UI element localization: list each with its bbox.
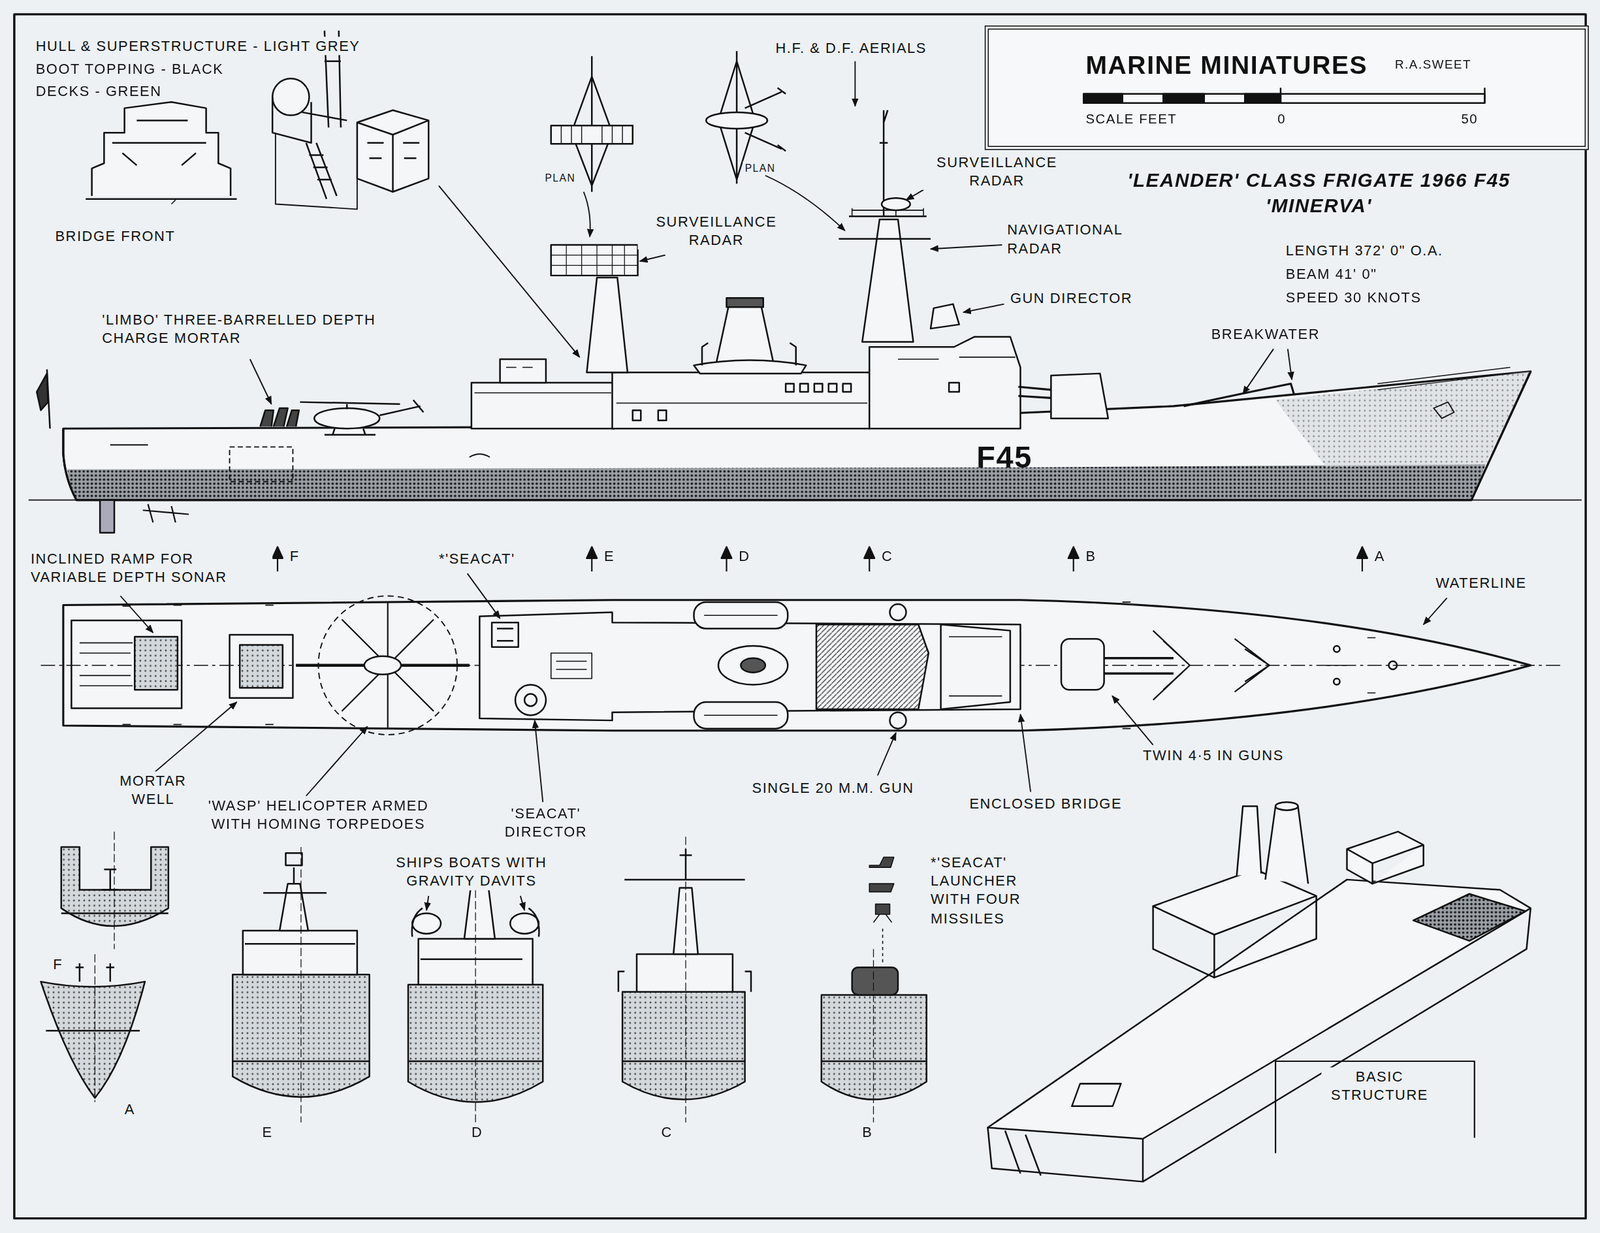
callout-label: BASIC STRUCTURE [1321,1067,1438,1105]
callout-label: 'SEACAT' DIRECTOR [487,803,605,842]
callout-label: GUN DIRECTOR [1008,288,1136,307]
callout-label: LENGTH 372' 0" O.A. [1283,240,1446,260]
callout-label: PLAN [542,171,578,185]
callout-label: SINGLE 20 M.M. GUN [749,778,916,797]
callout-label: B [860,1122,875,1141]
callout-label: D [469,1122,486,1141]
callout-label: *'SEACAT' [436,549,518,568]
callout-label: A [122,1099,138,1119]
callout-label: F [288,547,302,566]
callout-label: SPEED 30 KNOTS [1283,288,1424,307]
callout-label: HULL & SUPERSTRUCTURE - LIGHT GREY [33,36,363,55]
callout-label: SURVEILLANCE RADAR [638,212,796,250]
callout-label: H.F. & D.F. AERIALS [773,38,929,57]
callout-label: D [736,547,753,566]
callout-label: C [879,547,896,566]
callout-label: DECKS - GREEN [33,81,164,100]
callout-label: MORTAR WELL [99,771,207,809]
callout-label: 'WASP' HELICOPTER ARMED WITH HOMING TORP… [199,796,439,834]
callout-label: SHIPS BOATS WITH GRAVITY DAVITS [357,852,586,891]
callout-label: 'LIMBO' THREE-BARRELLED DEPTH CHARGE MOR… [99,310,390,348]
callout-label: F [50,955,65,974]
title-box: MARINE MINIATURES R.A.SWEET SCALE FEET 0 50 [984,25,1589,151]
title-box-text: 50 [1461,111,1479,127]
title-box-text: 0 [1277,111,1286,127]
callout-label: WATERLINE [1433,573,1529,592]
drawing-title: 'LEANDER' CLASS FRIGATE 1966 F45 'MINERV… [1106,168,1531,219]
title-box-text: R.A.SWEET [1394,57,1472,72]
callout-label: E [259,1122,275,1141]
callout-label: TWIN 4·5 IN GUNS [1140,745,1286,765]
callout-label: SURVEILLANCE RADAR [918,152,1076,191]
callout-label: A [1372,547,1388,566]
callout-label: BRIDGE FRONT [52,226,177,245]
callout-label: BREAKWATER [1209,324,1323,343]
callout-label: E [602,547,617,566]
callout-label: *'SEACAT' LAUNCHER WITH FOUR MISSILES [928,852,1040,928]
title-box-text: MARINE MINIATURES [1086,50,1369,80]
title-box-text: SCALE FEET [1086,111,1178,127]
callout-label: NAVIGATIONAL RADAR [1005,220,1163,258]
callout-label: PLAN [743,161,778,175]
callout-label: BEAM 41' 0" [1283,264,1380,283]
callout-label: BOOT TOPPING - BLACK [33,59,226,78]
callout-label: INCLINED RAMP FOR VARIABLE DEPTH SONAR [28,549,273,587]
callout-label: B [1083,547,1098,566]
callout-label: C [658,1122,675,1141]
callout-label: F45 [974,436,1035,477]
callout-label: ENCLOSED BRIDGE [967,794,1124,813]
